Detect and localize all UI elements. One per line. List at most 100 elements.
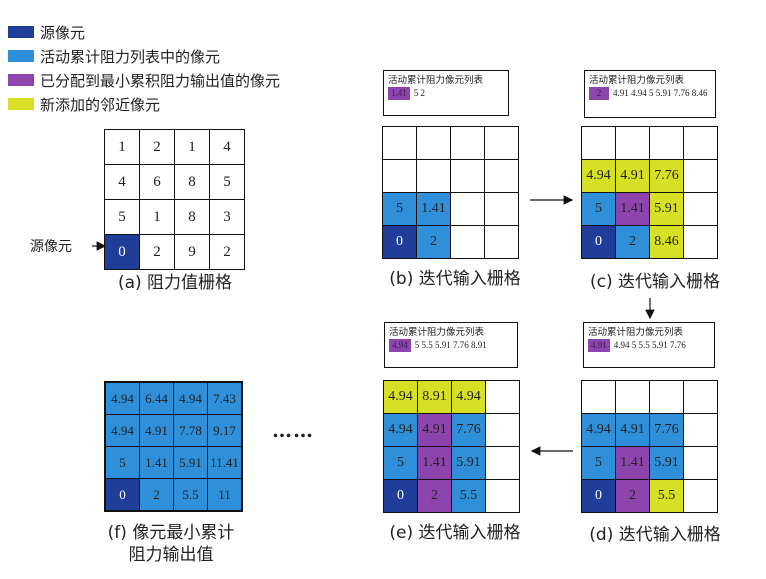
legend-item-assigned: 已分配到最小累积阻力输出值的像元 <box>8 68 280 92</box>
legend-label: 源像元 <box>40 23 86 42</box>
grid-cell: 0 <box>104 234 140 270</box>
listbox-title: 活动累计阻力像元列表 <box>589 75 685 86</box>
grid-cell <box>450 192 485 226</box>
grid-cell: 2 <box>139 478 174 512</box>
grid-cell: 9 <box>174 234 210 270</box>
source-label: 源像元 <box>30 239 72 255</box>
legend: 源像元 活动累计阻力列表中的像元 已分配到最小累积阻力输出值的像元 新添加的邻近… <box>8 20 280 116</box>
grid-cell <box>484 159 519 193</box>
listbox-rest-values: 5 2 <box>413 88 425 98</box>
caption-f-line1: (f) 像元最小累计 <box>107 523 235 543</box>
legend-label: 新添加的邻近像元 <box>40 95 161 114</box>
grid-row <box>382 159 519 193</box>
grid-cell: 1 <box>139 199 175 235</box>
grid-cell: 8 <box>174 199 210 235</box>
grid-cell <box>683 479 718 513</box>
grid-cell <box>649 380 684 414</box>
caption-e: (e) 迭代输入栅格 <box>389 523 521 543</box>
caption-b: (b) 迭代输入栅格 <box>389 269 521 289</box>
grid-cell: 1.41 <box>615 446 650 480</box>
grid-cell: 4.94 <box>383 380 418 414</box>
grid-cell <box>450 126 485 160</box>
grid-cell: 8.91 <box>417 380 452 414</box>
listbox-first-value: 1.41 <box>388 87 410 100</box>
listbox-title: 活动累计阻力像元列表 <box>389 327 485 338</box>
grid-cell: 0 <box>104 478 140 512</box>
listbox-title: 活动累计阻力像元列表 <box>588 327 684 338</box>
legend-swatch-new-neighbor <box>8 98 34 110</box>
listbox-rest-values: 4.91 4.94 5 5.91 7.76 8.46 <box>613 88 708 98</box>
grid-cell: 5 <box>104 199 140 235</box>
legend-item-active: 活动累计阻力列表中的像元 <box>8 44 280 68</box>
grid-cell: 4.94 <box>104 414 140 447</box>
grid-cell: 5 <box>383 446 418 480</box>
grid-cell <box>581 126 616 160</box>
grid-cell: 5 <box>104 446 140 479</box>
grid-cell: 4 <box>104 164 140 200</box>
grid-row <box>581 126 718 160</box>
grid-cell: 1 <box>104 129 140 165</box>
grid-cell <box>382 126 417 160</box>
grid-cell: 6 <box>139 164 175 200</box>
grid-cell: 5 <box>581 192 616 226</box>
grid-cell: 4.91 <box>615 413 650 447</box>
caption-a: (a) 阻力值栅格 <box>117 273 233 293</box>
grid-cell: 4.94 <box>104 381 140 415</box>
listbox-title: 活动累计阻力像元列表 <box>388 75 484 86</box>
listbox-rest-values: 4.94 5 5.5 5.91 7.76 <box>613 340 686 350</box>
caption-d: (d) 迭代输入栅格 <box>589 525 721 545</box>
grid-cell: 5.91 <box>649 192 684 226</box>
ellipsis: …… <box>272 418 314 442</box>
grid-cell: 8.46 <box>649 225 684 259</box>
grid-cell: 0 <box>383 479 418 513</box>
grid-cell: 7.43 <box>207 381 243 415</box>
grid-cell: 5 <box>581 446 616 480</box>
listbox-first-value: 4.94 <box>389 339 411 352</box>
grid-cell: 5.5 <box>173 478 208 512</box>
grid-cell: 4.94 <box>451 380 486 414</box>
grid-cell: 2 <box>209 234 245 270</box>
grid-cell <box>683 159 718 193</box>
grid-cell <box>485 380 520 414</box>
grid-cell <box>615 380 650 414</box>
caption-c: (c) 迭代输入栅格 <box>589 272 720 292</box>
grid-cell <box>581 380 616 414</box>
grid-cell: 2 <box>139 234 175 270</box>
grid-cell: 1.41 <box>139 446 174 479</box>
legend-label: 活动累计阻力列表中的像元 <box>40 47 221 66</box>
grid-cell: 9.17 <box>207 414 243 447</box>
grid-cell <box>485 479 520 513</box>
legend-swatch-active <box>8 50 34 62</box>
legend-item-new-neighbor: 新添加的邻近像元 <box>8 92 280 116</box>
grid-cell: 2 <box>615 479 650 513</box>
grid-cell: 4.94 <box>173 381 208 415</box>
grid-cell: 1 <box>174 129 210 165</box>
grid-cell: 4 <box>209 129 245 165</box>
grid-cell: 4.91 <box>417 413 452 447</box>
grid-row <box>382 126 519 160</box>
grid-cell: 6.44 <box>139 381 174 415</box>
grid-cell <box>450 159 485 193</box>
caption-f-line2: 阻力输出值 <box>128 545 214 565</box>
grid-cell: 4.91 <box>615 159 650 193</box>
grid-cell: 0 <box>382 225 417 259</box>
